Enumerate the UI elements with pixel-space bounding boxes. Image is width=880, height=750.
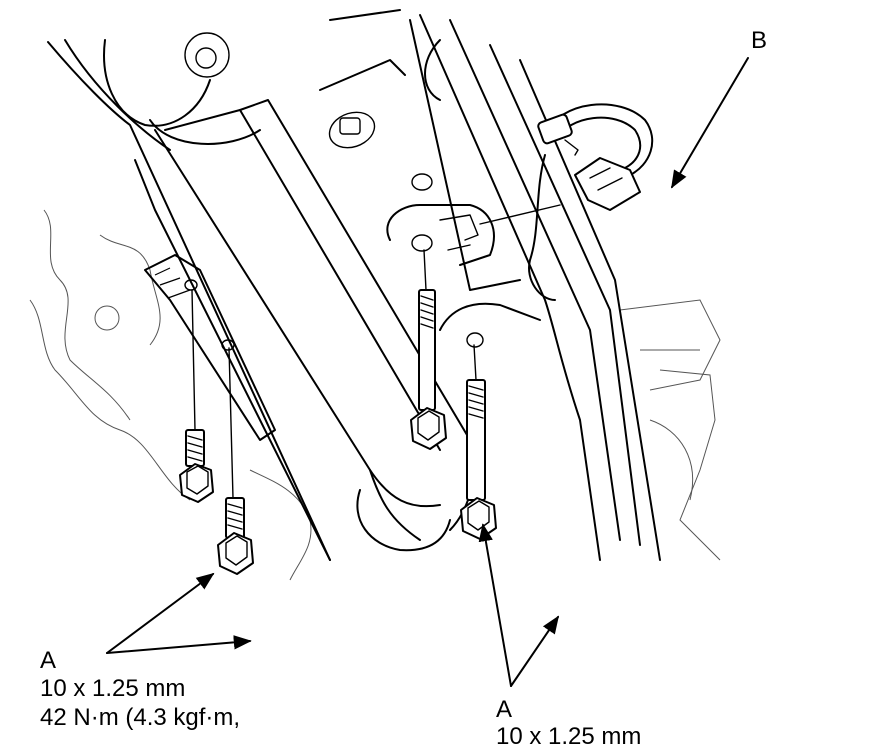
arrow-a-right-to-bolt [478, 523, 512, 687]
wire-harness [528, 103, 654, 301]
callout-a-left-size: 10 x 1.25 mm [40, 675, 186, 702]
left-mount-plate [144, 254, 276, 441]
callout-a-right-letter: A [496, 696, 513, 723]
lower-bracket-end [356, 39, 451, 552]
bolt-3 [410, 249, 447, 450]
callout-a-left-torque: 42 N·m (4.3 kgf·m, [40, 704, 241, 731]
arrow-a-right-up [510, 615, 560, 687]
leader-arrows [106, 57, 749, 687]
arrow-a-left-to-bolt [106, 572, 215, 654]
arrow-a-left-right [106, 635, 252, 654]
callout-a-right-size: 10 x 1.25 mm [496, 723, 642, 750]
frame-bracket [47, 9, 661, 561]
top-left-housing [103, 32, 261, 145]
callout-a-left-letter: A [40, 647, 57, 674]
bolt-1 [179, 289, 214, 503]
callout-b-letter: B [751, 27, 768, 54]
upper-plate [319, 59, 561, 348]
bolt-2 [217, 347, 254, 575]
arrow-b-to-connector [671, 57, 749, 189]
background-structure [29, 209, 721, 581]
bolt-4 [460, 344, 497, 540]
